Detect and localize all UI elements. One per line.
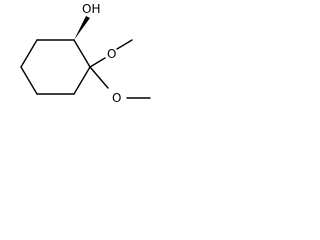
ring-bond-2	[20, 39, 38, 68]
structure-drawing: OH O O	[20, 2, 151, 105]
bond-o-ch3-upper	[116, 39, 133, 50]
bond-c2-o-lower	[89, 66, 109, 89]
ring-bond-5	[73, 66, 91, 95]
bond-c2-o-upper	[89, 57, 106, 68]
label-oxygen-lower: O	[112, 91, 121, 105]
ring-bond-3	[20, 66, 38, 95]
wedge-bond-oh	[74, 16, 90, 40]
ring-bond-6	[73, 39, 91, 68]
label-oxygen-upper: O	[107, 47, 116, 61]
label-hydroxyl: OH	[82, 2, 100, 16]
